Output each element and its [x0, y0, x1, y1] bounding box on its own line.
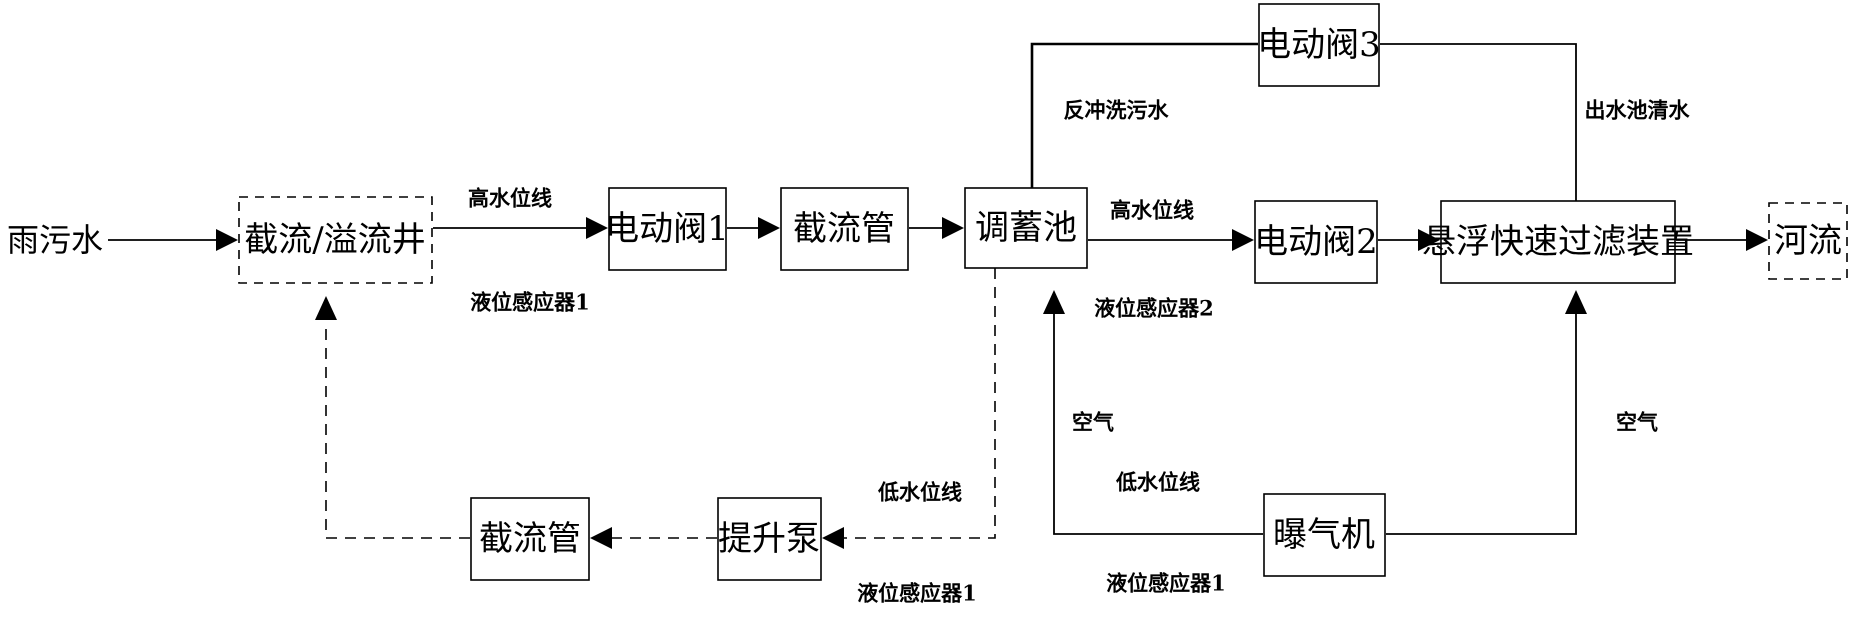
flow-line-valve3-to-tank	[1030, 42, 1258, 190]
storage-tank-box	[964, 187, 1088, 269]
electric-valve-3-node: 电动阀3	[1257, 3, 1381, 87]
storage-tank-node: 调蓄池	[964, 187, 1088, 269]
low-level-pump-label: 低水位线	[877, 480, 962, 505]
lift-pump-label: 提升泵	[718, 519, 820, 559]
lift-pump-box	[717, 497, 822, 581]
storage-tank-label: 调蓄池	[975, 208, 1077, 248]
electric-valve-2-box	[1254, 200, 1378, 284]
electric-valve-1-box	[608, 187, 727, 271]
arrowhead-valve2-to-filter	[1418, 229, 1440, 251]
outlet-clear-water-label: 出水池清水	[1585, 98, 1691, 123]
flow-line-pipe-to-well	[325, 322, 470, 539]
high-level-label-1: 高水位线	[468, 186, 552, 211]
arrowhead-filter-to-river	[1746, 229, 1768, 251]
intercept-pipe-bottom-box	[470, 497, 590, 581]
intercept-pipe-top-label: 截流管	[793, 209, 895, 249]
level-sensor-1-pump-label: 液位感应器1	[857, 581, 977, 606]
aerator-box	[1263, 493, 1386, 577]
electric-valve-1-node: 电动阀1	[605, 187, 729, 271]
low-level-aerator-label: 低水位线	[1115, 470, 1200, 495]
source-node: 雨污水	[7, 221, 103, 259]
arrowhead-source-to-well	[216, 229, 238, 251]
level-sensor-1-top-label: 液位感应器1	[470, 290, 590, 315]
electric-valve-2-node: 电动阀2	[1254, 200, 1378, 284]
flow-line-aerator-to-filter	[1386, 314, 1577, 535]
arrowhead-tank-to-valve2	[1232, 229, 1254, 251]
intercept-pipe-top-box	[780, 187, 909, 271]
flow-line-aerator-to-tank	[1053, 314, 1263, 535]
arrowhead-pipe-to-tank	[942, 217, 964, 239]
river-box	[1768, 202, 1848, 280]
arrowhead-well-to-valve1	[586, 217, 608, 239]
air-right-label: 空气	[1616, 410, 1658, 435]
filter-device-box	[1440, 200, 1676, 284]
arrowhead-aerator-to-tank	[1043, 290, 1065, 314]
flow-line-tank-to-pump	[842, 268, 996, 539]
electric-valve-3-box	[1258, 3, 1380, 87]
intercept-pipe-bottom-node: 截流管	[470, 497, 590, 581]
river-label: 河流	[1774, 221, 1842, 261]
intercept-pipe-bottom-label: 截流管	[479, 519, 581, 559]
arrowhead-valve1-to-pipe	[758, 217, 780, 239]
lift-pump-node: 提升泵	[717, 497, 822, 581]
aerator-label: 曝气机	[1273, 515, 1375, 555]
level-sensor-1-aerator-label: 液位感应器1	[1106, 571, 1226, 596]
level-sensor-2-label: 液位感应器2	[1094, 296, 1214, 321]
intercept-overflow-well-box	[238, 196, 433, 284]
arrowhead-pump-to-pipe	[590, 527, 612, 549]
filter-device-node: 悬浮快速过滤装置	[1422, 200, 1694, 284]
electric-valve-1-label: 电动阀1	[605, 209, 729, 249]
aerator-node: 曝气机	[1263, 493, 1386, 577]
flow-line-filter-to-valve3	[1380, 43, 1577, 201]
electric-valve-2-label: 电动阀2	[1254, 222, 1378, 262]
backwash-water-label: 反冲洗污水	[1064, 98, 1170, 123]
intercept-overflow-well-node: 截流/溢流井	[238, 196, 433, 284]
air-left-label: 空气	[1072, 410, 1114, 435]
high-level-label-2: 高水位线	[1110, 198, 1194, 223]
arrowhead-tank-to-pump	[822, 527, 844, 549]
filter-device-label: 悬浮快速过滤装置	[1422, 222, 1694, 262]
intercept-pipe-top-node: 截流管	[780, 187, 909, 271]
arrowhead-aerator-to-filter	[1565, 290, 1587, 314]
source-label: 雨污水	[7, 221, 103, 259]
intercept-overflow-well-label: 截流/溢流井	[244, 220, 425, 260]
electric-valve-3-label: 电动阀3	[1257, 25, 1381, 65]
arrowhead-pipe-to-well	[315, 296, 337, 320]
river-node: 河流	[1768, 202, 1848, 280]
